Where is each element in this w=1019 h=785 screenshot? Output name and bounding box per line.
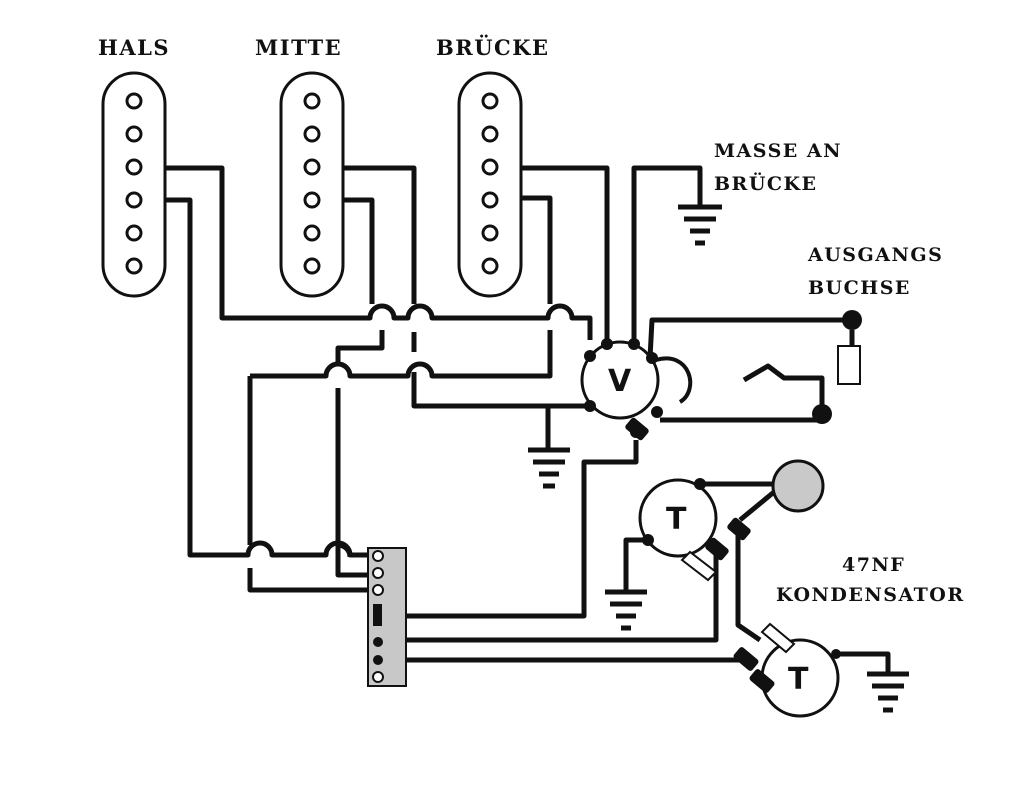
tone-pot-2: T [733,622,841,718]
output-jack-label-line2: BUCHSE [808,277,911,299]
volume-to-jack [647,317,852,359]
middle-pickup-label: MITTE [255,35,342,60]
neck-wire-ground [165,165,593,340]
wires [165,165,891,672]
bridge-wire-a [521,165,610,340]
five-way-switch [367,547,407,687]
ground-symbol-tone2 [867,671,909,713]
bridge-ground-wire [631,165,703,340]
tone1-ground [623,537,648,590]
output-jack-label-line1: AUSGANGS [807,244,943,266]
ground-symbol-volume [528,447,570,489]
bridge-wire-b [521,195,553,304]
tone2-letter: T [788,662,809,697]
neck-pickup-label: HALS [98,35,170,60]
ground-symbol-tone1 [605,589,647,631]
tone1-letter: T [666,502,687,537]
bridge-pickup-label: BRÜCKE [436,35,550,60]
bridge-ground-label-line2: BRÜCKE [714,172,818,195]
neck-pickup [101,71,167,298]
capacitor-label-line1: 47NF [842,554,905,576]
middle-wire-a [343,165,590,409]
bus-left-drop [247,376,372,593]
middle-wire-b [335,197,385,578]
tone1-to-switch [378,548,719,643]
tone-pot-1: T [638,478,751,582]
bridge-pickup [457,71,523,298]
output-jack [742,310,862,424]
ground-symbol-bridge [678,204,722,246]
bus-376 [250,330,553,379]
tone2-ground [836,651,891,672]
volume-letter: V [608,364,632,399]
capacitor [738,459,825,522]
capacitor-label-line2: KONDENSATOR [776,584,965,606]
tone1-to-tone2 [735,530,762,643]
volume-pot: V [580,338,693,441]
volume-to-switch [378,440,639,619]
middle-pickup [279,71,345,298]
bridge-ground-label-line1: MASSE AN [714,140,842,162]
